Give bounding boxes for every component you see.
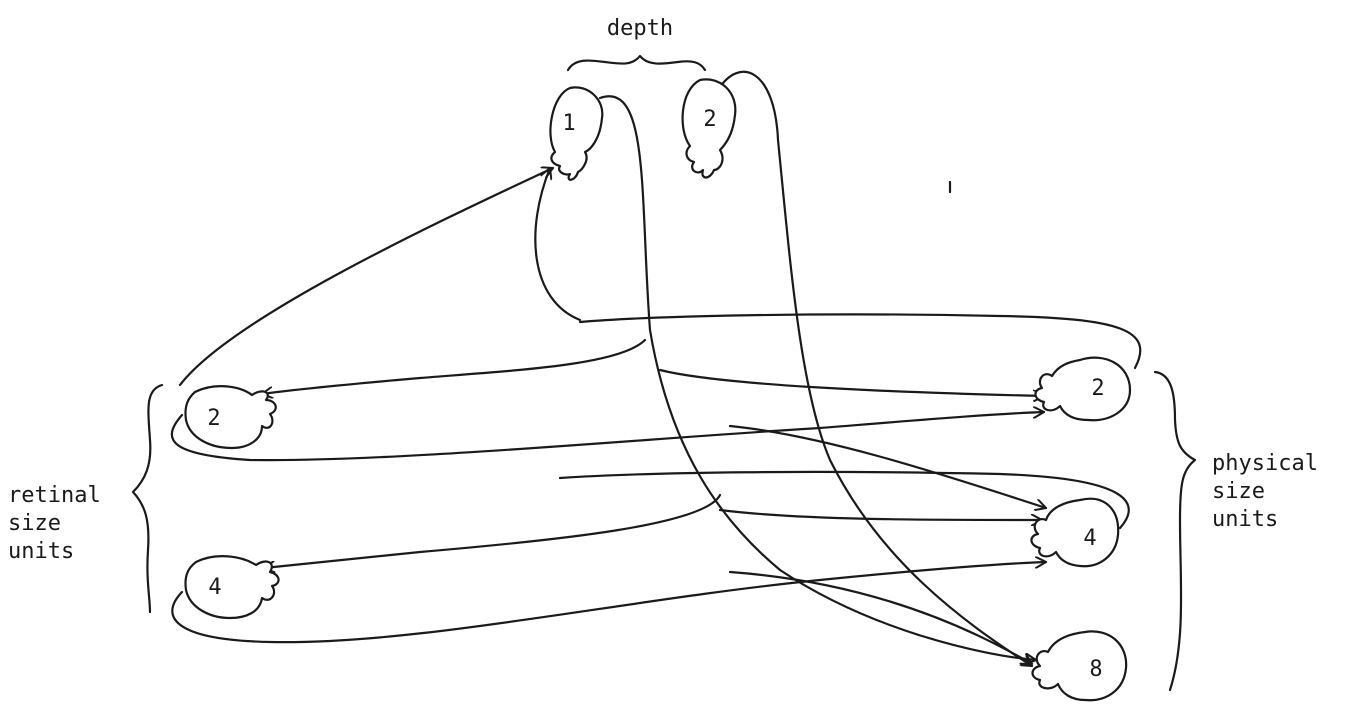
svg-text:4: 4 [1083,526,1096,551]
node-physical-4: 4 [1030,497,1120,568]
svg-text:size: size [1212,479,1265,504]
edge-depth1-to-retinal2 [262,338,647,394]
retinal-label: retinal size units [8,483,101,564]
node-physical-2: 2 [1034,356,1132,422]
edge-retinal2-to-depth1 [178,168,553,387]
svg-text:2: 2 [703,107,716,132]
retinal-brace [131,383,164,614]
edge-center-to-physical4 [728,424,1046,508]
node-physical-8: 8 [1031,630,1128,702]
edge-depth1-to-physical4 [718,508,1044,520]
loop-physical4-back [558,470,1130,530]
node-retinal-4: 4 [184,555,280,620]
edge-depth1-to-retinal4 [264,493,722,568]
edge-center-to-physical8 [728,570,1032,666]
physical-label: physical size units [1212,451,1318,532]
depth-label: depth [607,16,673,41]
svg-text:units: units [1212,507,1278,532]
node-depth-1: 1 [549,86,604,181]
svg-text:physical: physical [1212,451,1318,476]
svg-text:retinal: retinal [8,483,101,508]
svg-text:2: 2 [207,406,220,431]
svg-text:units: units [8,539,74,564]
physical-brace [1153,370,1197,692]
loop-retinal2-to-physical2 [170,412,1044,462]
connection-curves [170,70,1142,666]
edge-depth2-to-physical8 [716,70,1032,666]
svg-text:4: 4 [208,575,221,600]
edge-depth1-loop-back [534,168,582,322]
edge-depth1-to-physical8 [598,95,1036,660]
svg-text:size: size [8,511,61,536]
loop-physical2-back [578,313,1142,370]
svg-text:2: 2 [1091,376,1104,401]
svg-text:8: 8 [1089,657,1102,682]
depth-brace [566,54,707,72]
edge-depth1-to-physical2 [658,368,1044,396]
svg-text:1: 1 [562,111,575,136]
node-retinal-2: 2 [184,385,277,450]
loop-retinal4-to-physical4 [171,562,1046,644]
node-depth-2: 2 [681,78,737,179]
